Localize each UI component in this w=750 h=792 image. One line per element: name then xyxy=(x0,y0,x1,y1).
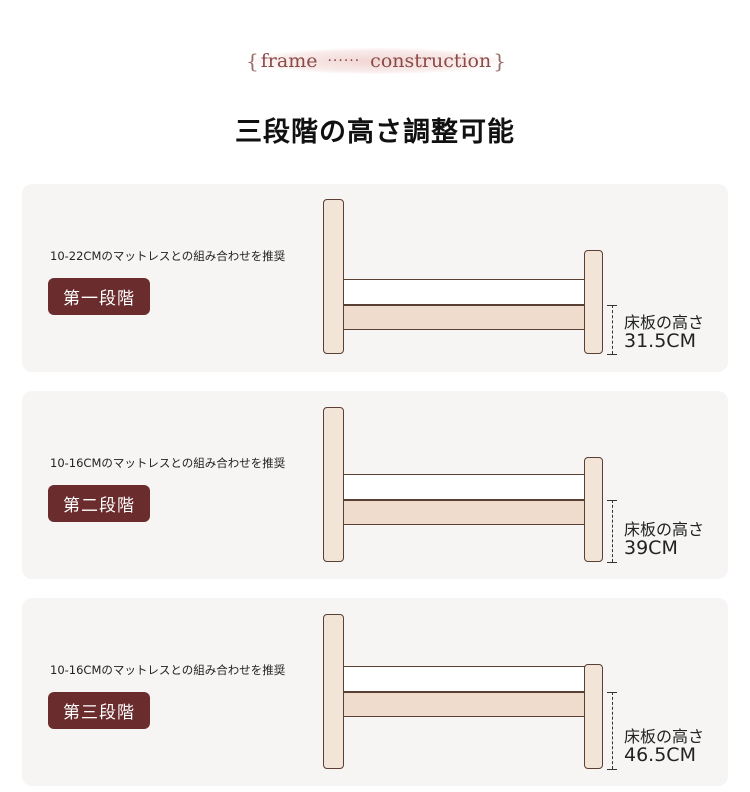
bed-slat xyxy=(343,305,585,330)
bed-slat xyxy=(343,692,585,717)
dimension-cap-bottom xyxy=(607,354,617,355)
footboard-post xyxy=(584,250,603,354)
tagline-glow xyxy=(252,48,500,74)
tagline-brace-close: } xyxy=(493,49,506,73)
mattress-recommendation: 10-16CMのマットレスとの組み合わせを推奨 xyxy=(50,456,286,470)
mattress-shape xyxy=(343,666,585,692)
dimension-line xyxy=(612,500,613,562)
floor-height-value: 39CM xyxy=(624,537,678,559)
floor-height-value: 31.5CM xyxy=(624,330,696,352)
dimension-line xyxy=(612,305,613,354)
footboard-post xyxy=(584,664,603,769)
floor-height-value: 46.5CM xyxy=(624,744,696,766)
dimension-cap-bottom xyxy=(607,769,617,770)
frame-construction-tagline: { frame ······ construction } xyxy=(242,46,510,76)
level-card-1: 10-22CMのマットレスとの組み合わせを推奨 第一段階 xyxy=(22,184,728,372)
mattress-shape xyxy=(343,474,585,500)
dimension-cap-bottom xyxy=(607,562,617,563)
footboard-post xyxy=(584,457,603,562)
bed-slat xyxy=(343,500,585,525)
mattress-shape xyxy=(343,279,585,305)
mattress-recommendation: 10-22CMのマットレスとの組み合わせを推奨 xyxy=(50,249,286,263)
level-badge: 第一段階 xyxy=(48,278,150,315)
dimension-line xyxy=(612,692,613,769)
floor-height-label: 床板の高さ xyxy=(624,727,705,746)
floor-height-label: 床板の高さ xyxy=(624,520,705,539)
level-badge: 第二段階 xyxy=(48,485,150,522)
headboard-post xyxy=(323,407,344,562)
floor-height-label: 床板の高さ xyxy=(624,313,705,332)
tagline-word-construction: construction xyxy=(370,50,492,72)
tagline-dots: ······ xyxy=(327,53,361,69)
mattress-recommendation: 10-16CMのマットレスとの組み合わせを推奨 xyxy=(50,663,286,677)
level-badge: 第三段階 xyxy=(48,692,150,729)
headboard-post xyxy=(323,199,344,354)
page-title: 三段階の高さ調整可能 xyxy=(235,117,515,148)
tagline-brace-open: { xyxy=(246,49,259,73)
tagline-word-frame: frame xyxy=(260,50,318,72)
headboard-post xyxy=(323,614,344,769)
